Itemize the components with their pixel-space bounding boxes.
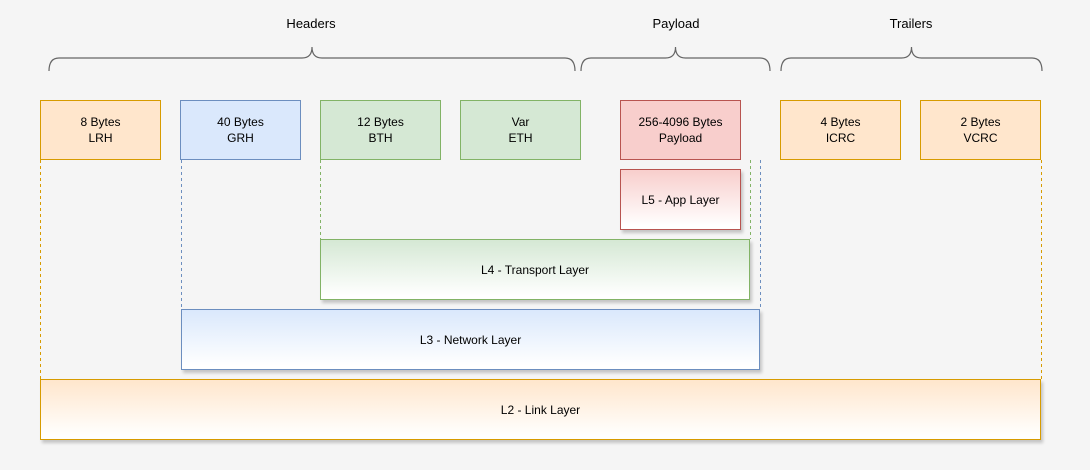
packet-box-payload: 256-4096 Bytes Payload <box>620 100 741 160</box>
packet-box-bth: 12 Bytes BTH <box>320 100 441 160</box>
layer-label: L5 - App Layer <box>641 192 720 207</box>
box-name-label: ETH <box>508 131 533 145</box>
box-name-label: Payload <box>658 131 703 145</box>
box-size-label: 12 Bytes <box>357 115 404 129</box>
layer-box-l4-transport: L4 - Transport Layer <box>320 239 750 300</box>
group-label-trailers: Trailers <box>889 16 933 31</box>
packet-box-grh: 40 Bytes GRH <box>180 100 301 160</box>
group-label-payload: Payload <box>652 16 700 31</box>
packet-box-icrc: 4 Bytes ICRC <box>780 100 901 160</box>
box-name-label: BTH <box>368 131 393 145</box>
box-size-label: 8 Bytes <box>80 115 121 129</box>
layer-box-l2-link: L2 - Link Layer <box>40 379 1041 440</box>
layer-label: L4 - Transport Layer <box>480 262 590 277</box>
packet-box-vcrc: 2 Bytes VCRC <box>920 100 1041 160</box>
payload-brace <box>580 46 771 72</box>
layer-label: L3 - Network Layer <box>419 332 522 347</box>
box-size-label: 40 Bytes <box>217 115 264 129</box>
box-name-label: LRH <box>88 131 113 145</box>
layer-box-l5-app: L5 - App Layer <box>620 169 741 230</box>
packet-box-lrh: 8 Bytes LRH <box>40 100 161 160</box>
trailers-brace <box>780 46 1043 72</box>
layer-box-l3-network: L3 - Network Layer <box>181 309 760 370</box>
box-size-label: 2 Bytes <box>960 115 1001 129</box>
headers-brace <box>48 46 576 72</box>
group-label-headers: Headers <box>286 16 336 31</box>
box-size-label: Var <box>511 115 530 129</box>
layer-label: L2 - Link Layer <box>500 402 581 417</box>
box-name-label: GRH <box>227 131 254 145</box>
box-size-label: 4 Bytes <box>820 115 861 129</box>
box-name-label: VCRC <box>963 131 998 145</box>
packet-box-eth: Var ETH <box>460 100 581 160</box>
box-size-label: 256-4096 Bytes <box>638 115 723 129</box>
box-name-label: ICRC <box>825 131 856 145</box>
